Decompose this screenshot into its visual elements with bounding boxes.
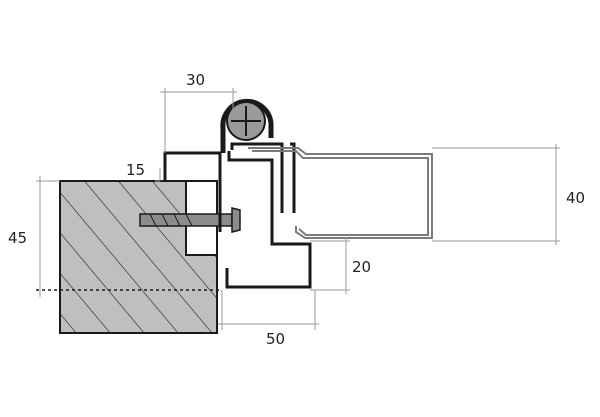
screw bbox=[139, 207, 241, 233]
dimension-label-30: 30 bbox=[186, 71, 205, 89]
dimension-label-45: 45 bbox=[8, 229, 27, 247]
dimension-lines bbox=[36, 88, 560, 330]
door-hinge-leaf bbox=[230, 142, 296, 213]
door-tube-profile bbox=[248, 147, 433, 239]
hinge-knuckle bbox=[220, 98, 274, 153]
dimension-label-15: 15 bbox=[126, 161, 145, 179]
dimension-label-40: 40 bbox=[566, 189, 585, 207]
dimension-label-50: 50 bbox=[266, 330, 285, 348]
frame-hinge-profile bbox=[163, 151, 312, 289]
dimension-label-20: 20 bbox=[352, 258, 371, 276]
wood-frame-block bbox=[59, 180, 218, 334]
